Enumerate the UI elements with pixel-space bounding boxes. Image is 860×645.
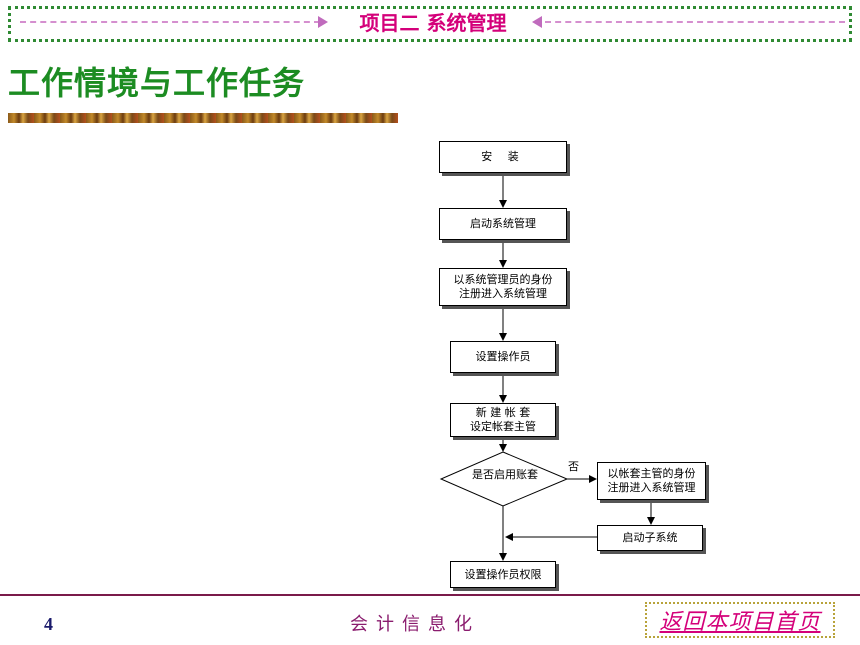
- page-title: 工作情境与工作任务: [8, 64, 306, 102]
- flow-step-start-subsystem: 启动子系统: [597, 525, 703, 551]
- page-number: 4: [44, 614, 53, 634]
- flow-step-new-account: 新 建 帐 套 设定帐套主管: [450, 403, 556, 437]
- home-link-button[interactable]: 返回本项目首页: [645, 602, 835, 638]
- course-name: 会计信息化: [350, 614, 480, 635]
- flow-step-start-sysmgmt: 启动系统管理: [439, 208, 567, 240]
- flow-step-register-admin: 以系统管理员的身份 注册进入系统管理: [439, 268, 567, 306]
- arrow-left-icon: [532, 16, 542, 28]
- flow-step-set-operator: 设置操作员: [450, 341, 556, 373]
- decision-label: 是否启用账套: [472, 468, 538, 481]
- flow-step-register-supervisor: 以帐套主管的身份 注册进入系统管理: [597, 462, 706, 500]
- header-dash-right: [545, 21, 845, 23]
- decorative-texture-bar: [8, 113, 398, 123]
- home-link-label[interactable]: 返回本项目首页: [659, 610, 821, 635]
- header-frame: [8, 6, 852, 42]
- decision-no-label: 否: [568, 460, 579, 473]
- arrow-right-icon: [318, 16, 328, 28]
- flow-step-install: 安 装: [439, 141, 567, 173]
- project-title: 项目二 系统管理: [359, 11, 507, 35]
- flow-step-set-permissions: 设置操作员权限: [450, 561, 556, 588]
- footer-divider: [0, 594, 860, 596]
- header-dash-left: [20, 21, 320, 23]
